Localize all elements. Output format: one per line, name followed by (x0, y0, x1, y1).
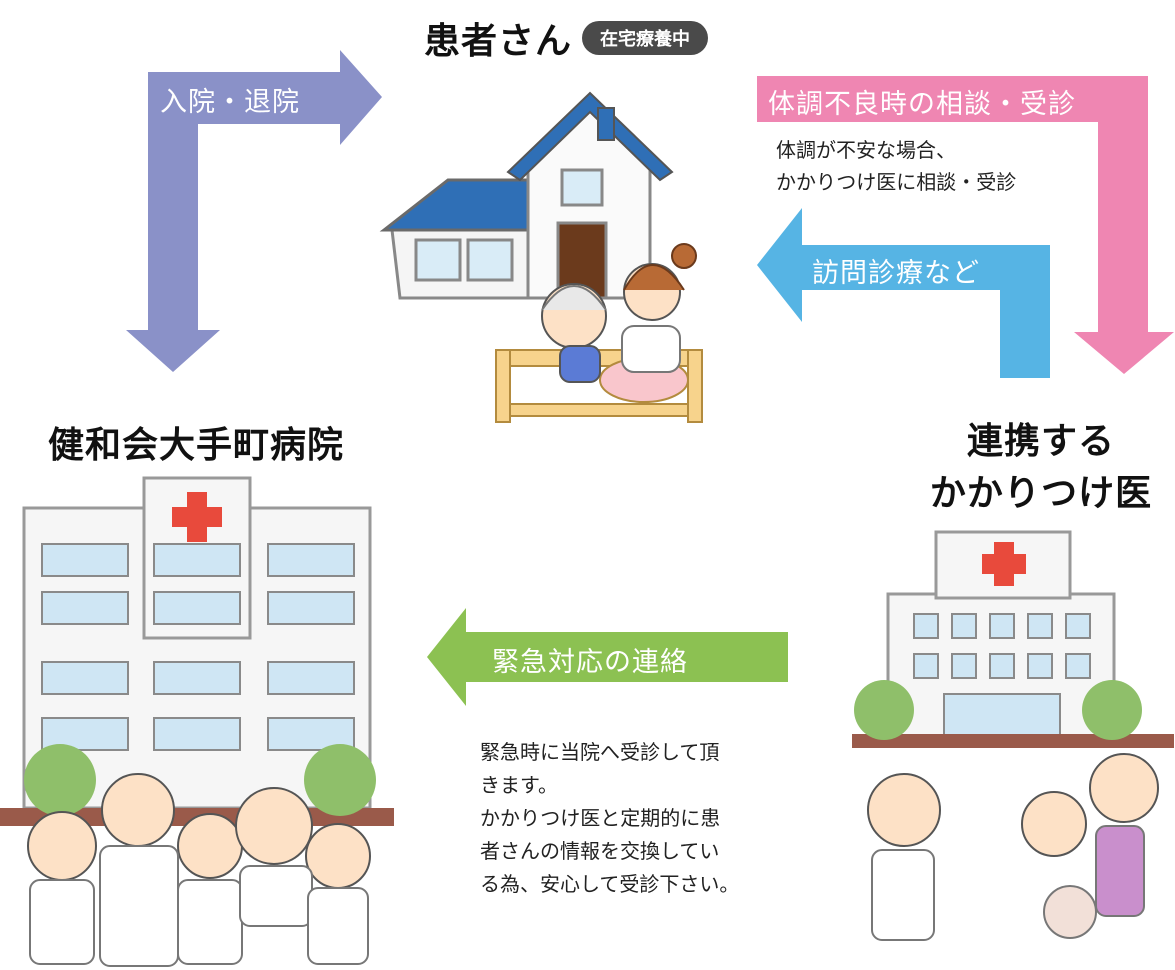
clinic-illustration (852, 530, 1174, 941)
hospital-name: 健和会大手町病院 (48, 425, 345, 466)
consult-arrow (757, 76, 1174, 374)
emergency-note-line: きます。 (480, 773, 558, 797)
admission-arrow (126, 50, 382, 372)
emergency-arrow (427, 608, 788, 706)
home-care-badge: 在宅療養中 (582, 21, 709, 55)
clinic-name-line1: 連携する (966, 421, 1115, 462)
emergency-arrow-label: 緊急対応の連絡 (492, 647, 688, 678)
emergency-note-line: 者さんの情報を交換してい (480, 839, 720, 863)
emergency-note: 緊急時に当院へ受診して頂 きます。 かかりつけ医と定期的に患 者さんの情報を交換… (480, 736, 739, 901)
home-visit-arrow-label: 訪問診療など (812, 258, 980, 289)
consult-note: 体調が不安な場合、 かかりつけ医に相談・受診 (776, 134, 1016, 198)
clinic-name: 連携する かかりつけ医 (916, 412, 1166, 516)
hospital-illustration (0, 476, 394, 967)
emergency-note-line: かかりつけ医と定期的に患 (480, 806, 721, 830)
patient-header: 患者さん 在宅療養中 (424, 12, 709, 64)
consult-note-line2: かかりつけ医に相談・受診 (776, 170, 1017, 194)
patient-title: 患者さん (424, 21, 573, 62)
consult-note-line1: 体調が不安な場合、 (776, 138, 956, 162)
house-illustration (379, 91, 703, 423)
admission-arrow-label: 入院・退院 (160, 87, 300, 118)
home-visit-arrow (757, 208, 1050, 378)
emergency-note-line: る為、安心して受診下さい。 (480, 872, 740, 896)
consult-arrow-label: 体調不良時の相談・受診 (768, 89, 1076, 120)
clinic-name-line2: かかりつけ医 (929, 473, 1153, 514)
emergency-note-line: 緊急時に当院へ受診して頂 (480, 740, 720, 764)
